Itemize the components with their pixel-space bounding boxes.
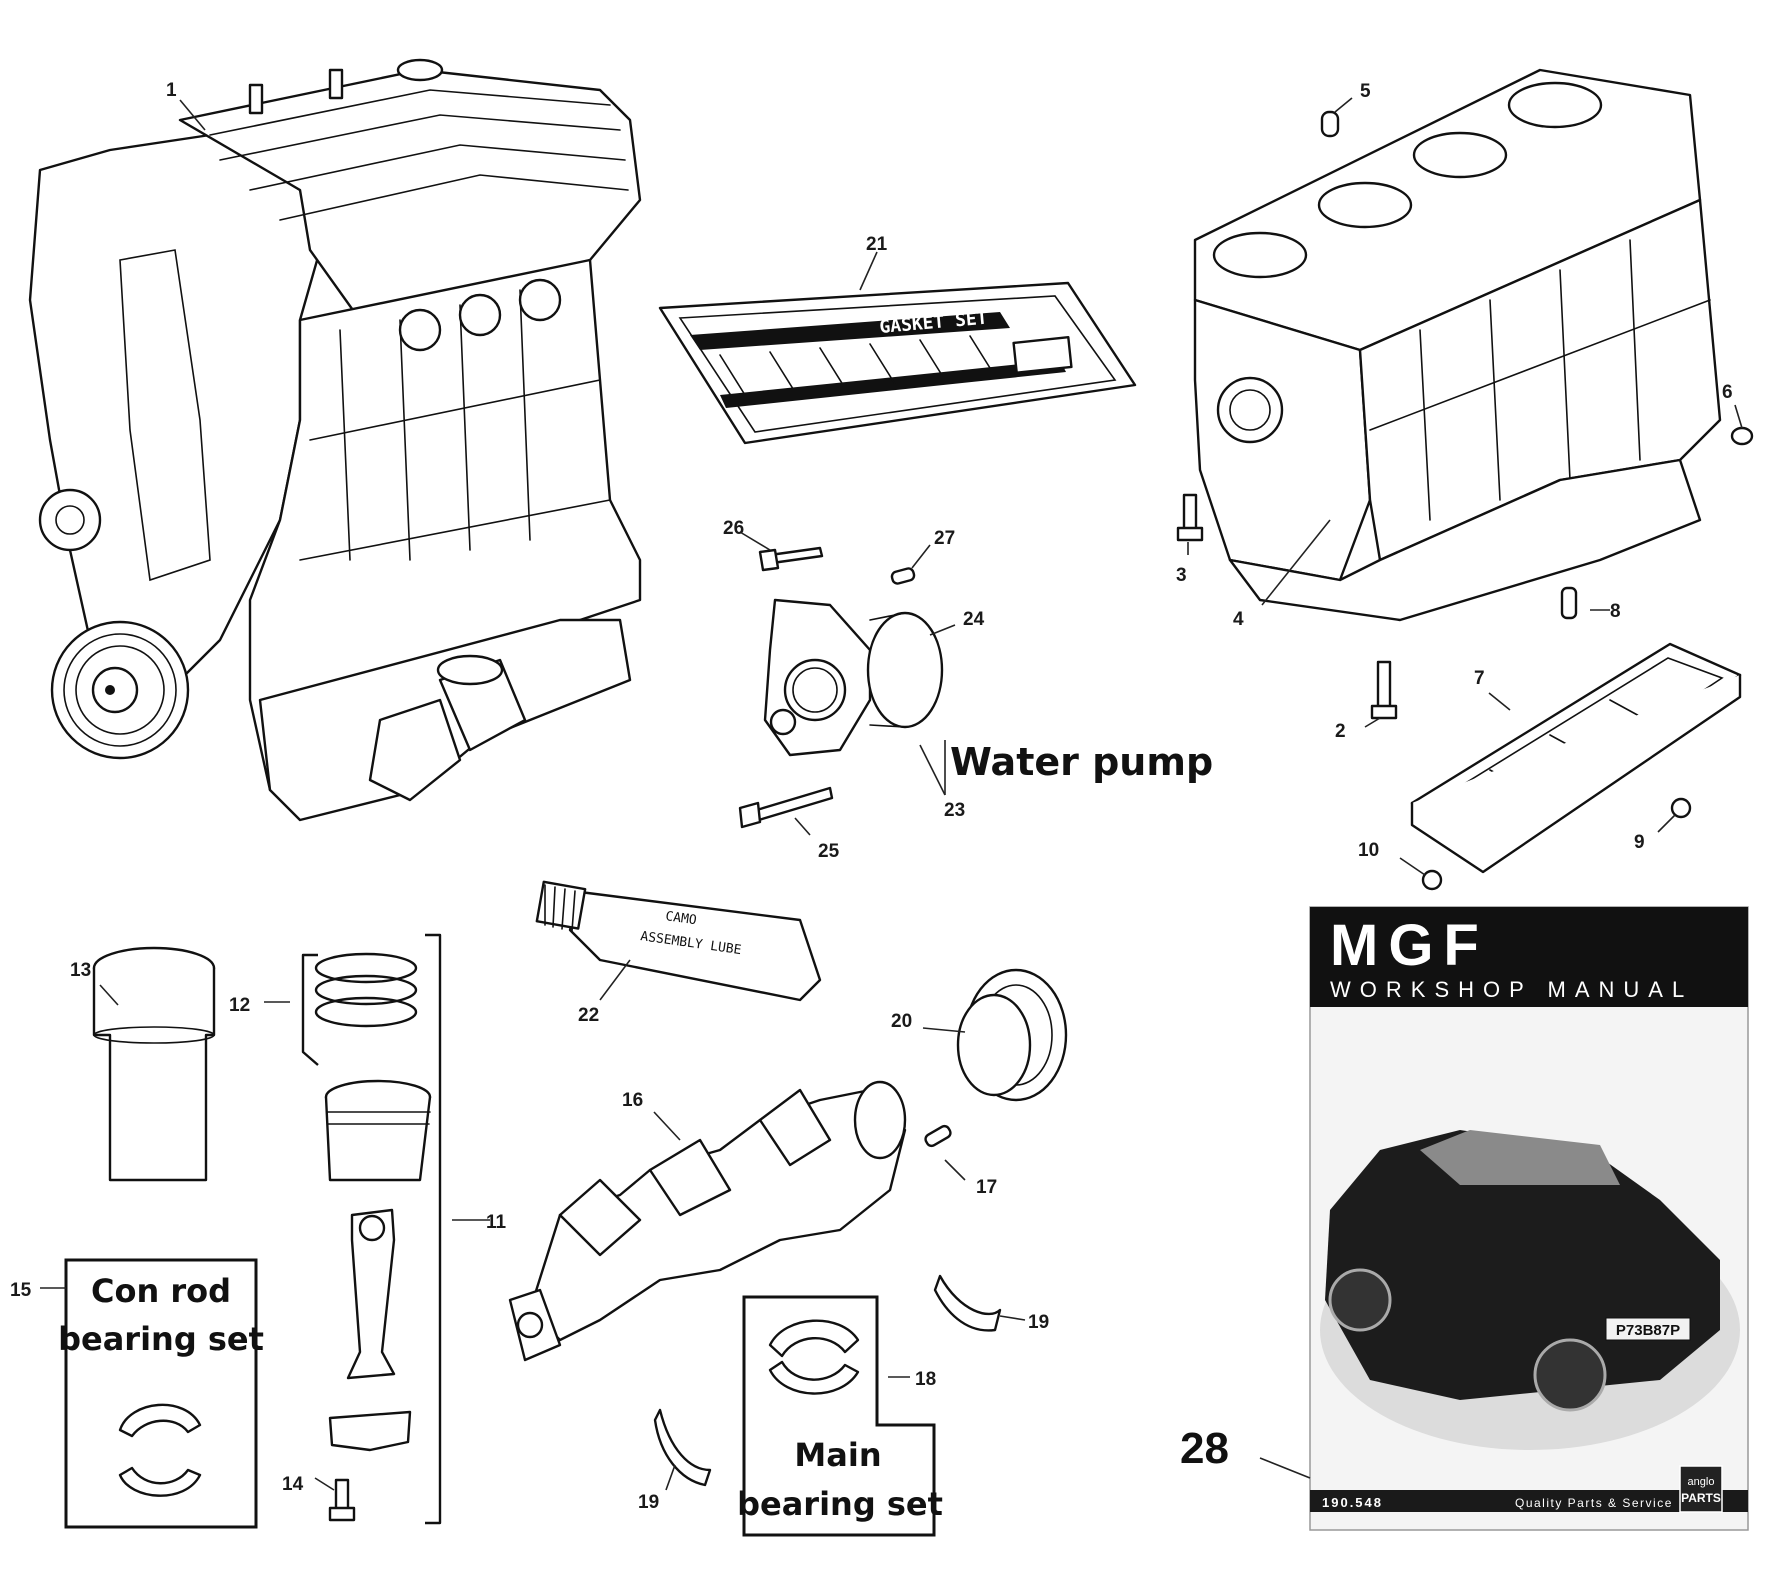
water-pump-group [738,546,944,829]
callout-9: 9 [1634,832,1645,853]
con-rod-label-1: Con rod [91,1272,231,1310]
callout-26: 26 [723,518,744,539]
car-photo: P73B87P [1320,1130,1740,1450]
callout-28: 28 [1180,1424,1229,1473]
gasket-set: GASKET SET [658,281,1137,445]
callout-22: 22 [578,1005,599,1026]
callout-5: 5 [1360,81,1371,102]
piston-group [92,933,442,1525]
callout-21: 21 [866,234,888,255]
crankshaft [508,968,1068,1487]
callout-3: 3 [1176,565,1187,586]
cylinder-block [1176,68,1754,720]
main-bearing-label-2: bearing set [737,1485,943,1523]
callout-15: 15 [10,1280,32,1301]
callout-13: 13 [70,960,91,981]
con-rod-bearing-box: Con rod bearing set [58,1258,264,1529]
engine-assembly [28,58,642,822]
manual-footer [1310,1490,1748,1512]
manual-part-number: 190.548 [1322,1495,1383,1510]
callout-16: 16 [622,1090,643,1111]
callout-25: 25 [818,841,840,862]
manual-plate: P73B87P [1616,1322,1680,1339]
callout-18: 18 [915,1369,936,1390]
callout-1: 1 [166,80,177,101]
main-bearing-label-1: Main [794,1436,881,1474]
leader-lines [40,97,1743,1491]
callout-6: 6 [1722,382,1733,403]
assembly-lube-tube: CAMO ASSEMBLY LUBE [535,880,822,1002]
manual-brand: MGF [1330,913,1489,978]
workshop-manual: MGF WORKSHOP MANUAL P73B87P 190.548 Qual… [1309,906,1749,1531]
lube-marking-1: CAMO [664,909,697,928]
callout-24: 24 [963,609,985,630]
con-rod-label-2: bearing set [58,1320,264,1358]
callout-23: 23 [944,800,965,821]
callout-19-right: 19 [1028,1312,1049,1333]
callout-11: 11 [486,1212,507,1233]
callout-7: 7 [1474,668,1485,689]
callout-10: 10 [1358,840,1379,861]
callout-14: 14 [282,1474,304,1495]
callout-numbers: 1 2 3 4 5 6 7 8 9 10 11 12 13 14 15 16 1… [10,80,1733,1513]
main-bearing-box: Main bearing set [737,1295,943,1537]
callout-17: 17 [976,1177,997,1198]
callout-8: 8 [1610,601,1621,622]
callout-2: 2 [1335,721,1346,742]
manual-subtitle: WORKSHOP MANUAL [1330,977,1693,1002]
logo-line-2: PARTS [1681,1491,1721,1505]
bearing-ladder [1410,642,1742,891]
manual-header [1310,907,1748,1007]
callout-4: 4 [1233,609,1244,630]
anglo-parts-logo [1679,1465,1723,1513]
callout-20: 20 [891,1011,912,1032]
callout-19-left: 19 [638,1492,659,1513]
manual-tagline: Quality Parts & Service [1515,1496,1673,1510]
callout-12: 12 [229,995,250,1016]
water-pump-label: Water pump [950,740,1213,784]
callout-27: 27 [934,528,955,549]
logo-line-1: anglo [1688,1476,1715,1488]
